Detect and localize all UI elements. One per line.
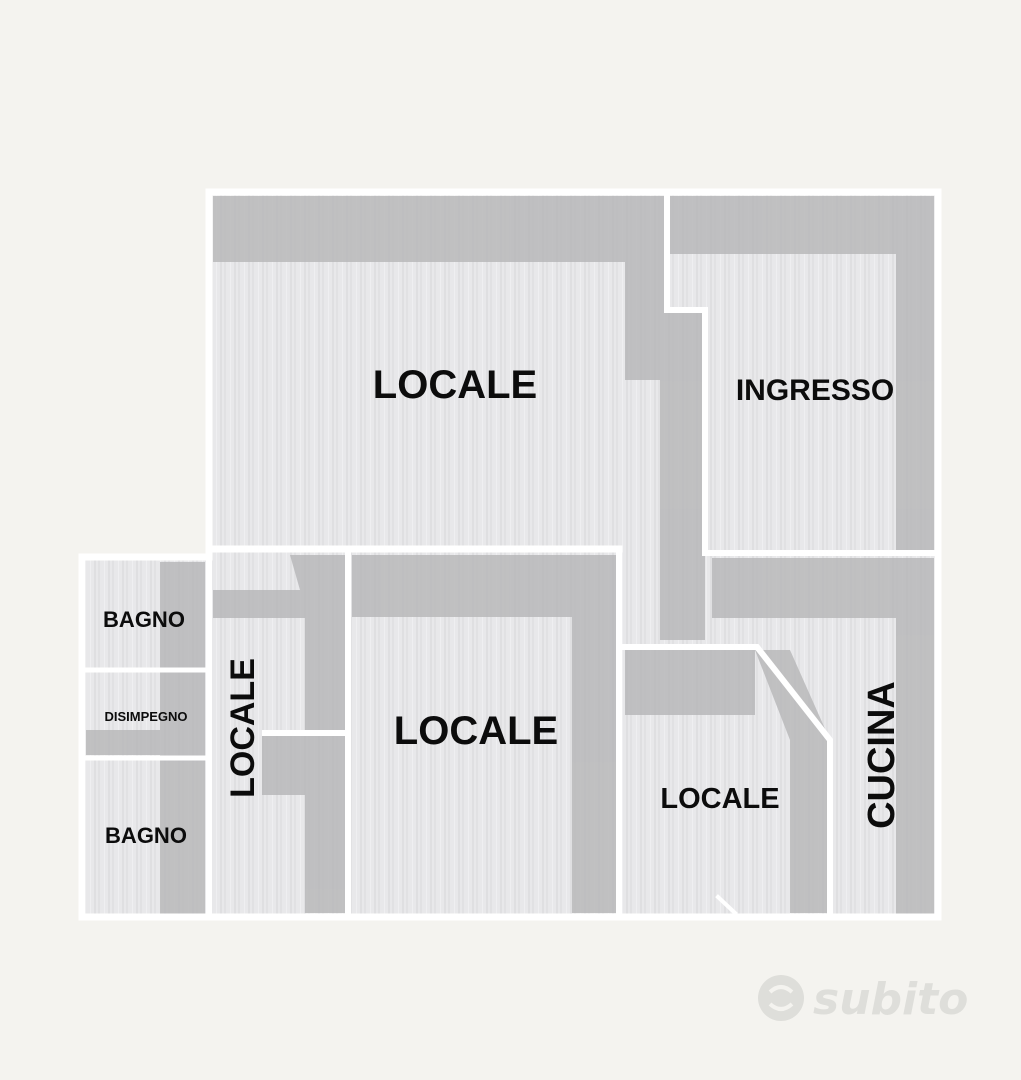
room-label-disimpegno: DISIMPEGNO bbox=[104, 709, 187, 724]
room-label-bagno-bottom: BAGNO bbox=[105, 823, 187, 848]
room-label-ingresso: INGRESSO bbox=[736, 374, 894, 407]
wall-shadows bbox=[86, 196, 934, 914]
room-label-locale-vertical: LOCALE bbox=[224, 658, 262, 798]
room-label-cucina: CUCINA bbox=[861, 681, 903, 829]
subito-logo-icon bbox=[758, 975, 804, 1021]
room-label-bagno-top: BAGNO bbox=[103, 607, 185, 632]
room-label-locale-center: LOCALE bbox=[394, 709, 558, 753]
room-label-locale-top: LOCALE bbox=[373, 363, 537, 407]
walls bbox=[78, 188, 942, 921]
watermark: subito bbox=[758, 974, 968, 1025]
watermark-text: subito bbox=[813, 974, 968, 1025]
room-labels: LOCALE INGRESSO LOCALE LOCALE LOCALE CUC… bbox=[103, 363, 903, 848]
room-label-locale-small: LOCALE bbox=[660, 783, 779, 815]
